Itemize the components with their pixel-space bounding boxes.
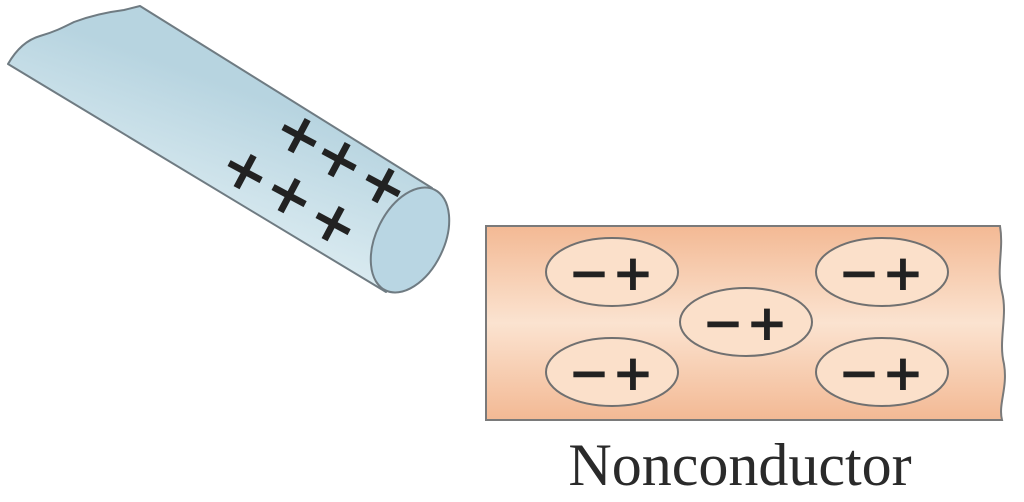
nonconductor-slab: −+ −+ −+ −+ −+ (485, 225, 1006, 421)
charged-rod: ++++++ (7, 5, 451, 294)
nonconductor-label: Nonconductor (568, 432, 912, 498)
dipole-outline (545, 237, 679, 307)
dipole-outline (815, 237, 949, 307)
dipole: −+ (815, 237, 949, 307)
dipole-signs: −+ (838, 344, 926, 402)
dipole: −+ (815, 337, 949, 407)
dipole-outline (815, 337, 949, 407)
rod-end-face (369, 186, 451, 294)
dipole: −+ (679, 287, 813, 357)
dipole: −+ (545, 337, 679, 407)
dipole-signs: −+ (702, 294, 790, 352)
dipole-group: −+ −+ −+ −+ −+ (545, 237, 949, 407)
dipole-signs: −+ (568, 244, 656, 302)
dipole-signs: −+ (568, 344, 656, 402)
dipole-outline (545, 337, 679, 407)
dipole: −+ (545, 237, 679, 307)
dipole-outline (679, 287, 813, 357)
rod-body (7, 5, 433, 293)
dipole-signs: −+ (838, 244, 926, 302)
